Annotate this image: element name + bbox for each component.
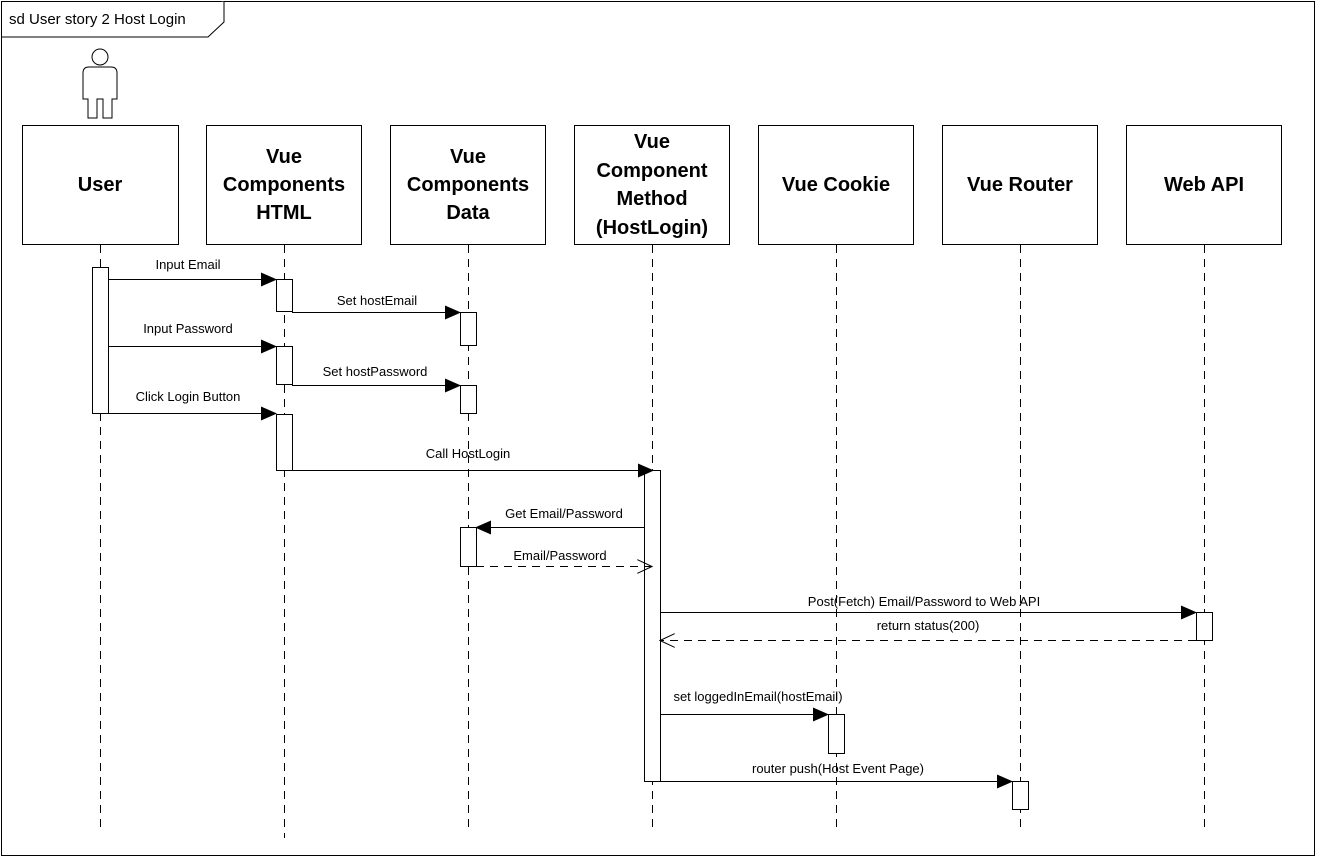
lifeline-web-api: Web API <box>1126 125 1282 245</box>
lifeline-vue-cookie: Vue Cookie <box>758 125 914 245</box>
message-reply-email-password: Email/Password <box>476 548 652 567</box>
message-get-email-password: Get Email/Password <box>475 506 644 535</box>
activation-bar-data <box>460 312 477 346</box>
activation-bar-html <box>276 346 293 385</box>
lifeline-title-line: Components <box>407 174 529 196</box>
activation-bar-user <box>92 267 109 414</box>
message-input-password: Input Password <box>108 321 277 354</box>
stick-figure-actor-icon <box>82 48 118 119</box>
activation-bar-cookie <box>828 714 845 754</box>
activation-bar-html <box>276 279 293 312</box>
activation-bars <box>92 267 1213 810</box>
message-call-host-login: Call HostLogin <box>292 446 654 478</box>
lifeline-title-line: Component <box>596 160 707 182</box>
activation-bar-data <box>460 527 477 567</box>
lifeline-title-line: Data <box>446 202 490 224</box>
lifeline-title-line: Vue <box>450 146 486 168</box>
lifeline-title-line: Vue <box>634 131 670 153</box>
activation-bar-router <box>1012 781 1029 810</box>
message-label: Set hostEmail <box>337 293 417 308</box>
lifeline-vue-components-html: Vue Components HTML <box>206 125 362 245</box>
lifeline-title-line: Components <box>223 174 345 196</box>
activation-bar-method <box>644 470 661 782</box>
message-input-email: Input Email <box>108 257 277 287</box>
message-click-login-button: Click Login Button <box>108 389 277 421</box>
lifeline-title: Vue Cookie <box>782 174 890 196</box>
message-post-fetch: Post(Fetch) Email/Password to Web API <box>660 594 1197 620</box>
message-return-status: return status(200) <box>660 618 1196 641</box>
message-label: Email/Password <box>513 548 606 563</box>
message-label: Click Login Button <box>136 389 241 404</box>
lifeline-vue-component-method: Vue Component Method (HostLogin) <box>574 125 730 245</box>
message-label: Call HostLogin <box>426 446 511 461</box>
message-label: Input Email <box>155 257 220 272</box>
message-label: Set hostPassword <box>323 364 428 379</box>
lifeline-title-line: Vue <box>266 146 302 168</box>
activation-bar-html <box>276 414 293 471</box>
message-set-host-password: Set hostPassword <box>292 364 461 393</box>
message-label: Post(Fetch) Email/Password to Web API <box>808 594 1040 609</box>
message-label: set loggedInEmail(hostEmail) <box>673 689 842 704</box>
lifeline-title-line: Method <box>616 188 687 210</box>
message-label: return status(200) <box>877 618 980 633</box>
message-router-push: router push(Host Event Page) <box>660 761 1013 789</box>
lifeline-title-line: HTML <box>256 202 312 224</box>
activation-bar-data <box>460 385 477 414</box>
message-label: Get Email/Password <box>505 506 623 521</box>
message-set-host-email: Set hostEmail <box>292 293 461 320</box>
lifeline-vue-components-data: Vue Components Data <box>390 125 546 245</box>
message-set-logged-in-email: set loggedInEmail(hostEmail) <box>660 689 843 722</box>
lifeline-title-line: (HostLogin) <box>596 217 708 239</box>
lifeline-title: Web API <box>1164 174 1244 196</box>
lifeline-vue-router: Vue Router <box>942 125 1098 245</box>
lifeline-stems <box>100 245 1205 838</box>
message-label: Input Password <box>143 321 233 336</box>
message-label: router push(Host Event Page) <box>752 761 924 776</box>
lifeline-title: User <box>78 174 123 196</box>
frame-title-tab <box>1 1 225 38</box>
activation-bar-api <box>1196 612 1213 641</box>
frame-title: sd User story 2 Host Login <box>9 11 186 28</box>
lifeline-title: Vue Router <box>967 174 1073 196</box>
lifeline-user: User <box>22 125 179 245</box>
